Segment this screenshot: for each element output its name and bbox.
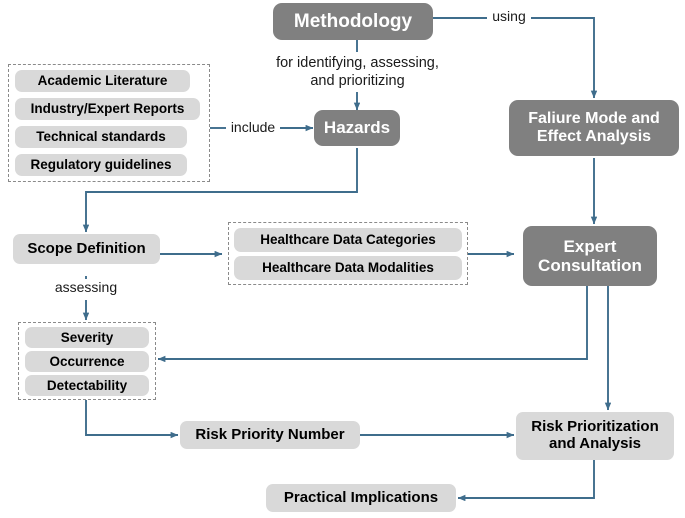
node-risk-prioritization-analysis-label: Risk Prioritization and Analysis	[531, 418, 659, 452]
node-severity-label: Severity	[60, 329, 114, 345]
edge-label-using: using	[487, 8, 531, 26]
node-severity[interactable]: Severity	[25, 327, 149, 348]
node-regulatory-guidelines-label: Regulatory guidelines	[30, 157, 172, 173]
node-healthcare-data-categories-label: Healthcare Data Categories	[260, 232, 436, 248]
wire-expert-to-factors	[157, 286, 588, 363]
node-healthcare-data-modalities-label: Healthcare Data Modalities	[262, 260, 434, 276]
node-expert-consultation-label: Expert Consultation	[538, 236, 642, 275]
node-practical-implications[interactable]: Practical Implications	[266, 484, 456, 512]
node-healthcare-data-categories[interactable]: Healthcare Data Categories	[234, 228, 462, 252]
node-industry-expert-reports-label: Industry/Expert Reports	[30, 101, 185, 117]
node-risk-priority-number-label: Risk Priority Number	[195, 425, 345, 443]
node-healthcare-data-modalities[interactable]: Healthcare Data Modalities	[234, 256, 462, 280]
node-scope-definition-label: Scope Definition	[27, 239, 146, 257]
node-expert-consultation[interactable]: Expert Consultation	[523, 226, 657, 286]
node-failure-mode-effect-analysis-label: Faliure Mode and Effect Analysis	[528, 110, 660, 145]
wire-using-to-fmea	[530, 17, 598, 99]
node-scope-definition[interactable]: Scope Definition	[13, 234, 160, 264]
node-industry-expert-reports[interactable]: Industry/Expert Reports	[15, 98, 200, 120]
node-academic-literature[interactable]: Academic Literature	[15, 70, 190, 92]
node-risk-priority-number[interactable]: Risk Priority Number	[180, 421, 360, 449]
edge-label-assessing: assessing	[46, 279, 126, 297]
group-healthcare-data	[228, 222, 468, 285]
node-methodology-label: Methodology	[293, 10, 413, 32]
node-practical-implications-label: Practical Implications	[283, 488, 439, 506]
node-failure-mode-effect-analysis[interactable]: Faliure Mode and Effect Analysis	[509, 100, 679, 156]
wire-prioritization-to-practical	[457, 460, 595, 502]
node-occurrence-label: Occurrence	[49, 353, 125, 369]
group-rpn-factors	[18, 322, 156, 400]
node-hazards[interactable]: Hazards	[314, 110, 400, 146]
node-hazards-label: Hazards	[323, 118, 391, 138]
node-detectability-label: Detectability	[46, 377, 128, 393]
edge-label-for-identifying: for identifying, assessing, and prioriti…	[255, 54, 460, 91]
node-technical-standards[interactable]: Technical standards	[15, 126, 187, 148]
node-risk-prioritization-analysis[interactable]: Risk Prioritization and Analysis	[516, 412, 674, 460]
wire-factors-to-rpn	[85, 400, 179, 439]
node-technical-standards-label: Technical standards	[36, 129, 166, 145]
node-detectability[interactable]: Detectability	[25, 375, 149, 396]
node-regulatory-guidelines[interactable]: Regulatory guidelines	[15, 154, 187, 176]
node-academic-literature-label: Academic Literature	[37, 73, 168, 89]
node-methodology[interactable]: Methodology	[273, 3, 433, 40]
group-information-sources	[8, 64, 210, 182]
node-occurrence[interactable]: Occurrence	[25, 351, 149, 372]
edge-label-include: include	[226, 119, 280, 137]
